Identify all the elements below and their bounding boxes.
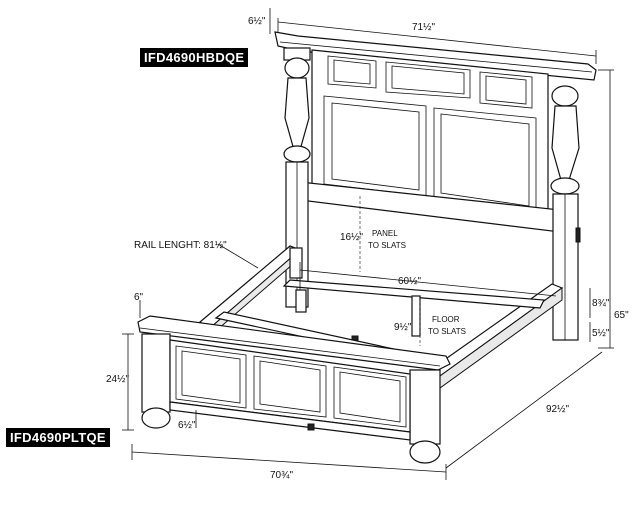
footboard xyxy=(137,315,451,464)
dim-panel-to-slats-line2: TO SLATS xyxy=(368,241,406,250)
dim-floor-to-slats-line2: TO SLATS xyxy=(428,327,466,336)
dim-panel-to-slats: 16½" xyxy=(340,232,363,243)
dim-panel-to-slats-line1: PANEL xyxy=(372,229,398,238)
dim-footboard-height: 24½" xyxy=(106,374,129,385)
headboard-right-post xyxy=(550,85,581,341)
dim-overall-width: 71½" xyxy=(412,22,435,33)
dim-rail-length: RAIL LENGHT: 81½" xyxy=(134,240,227,251)
dim-hb-top-depth: 6½" xyxy=(248,16,266,27)
dim-overall-height: 65" xyxy=(614,310,629,321)
dim-footboard-post-depth: 6½" xyxy=(178,420,196,431)
headboard-code-label: IFD4690HBDQE xyxy=(140,48,249,67)
dim-inner-width: 60½" xyxy=(398,276,421,287)
dim-side-rail-height: 8¾" xyxy=(592,298,610,309)
dimension-lines xyxy=(122,8,614,480)
dim-floor-to-slats-line1: FLOOR xyxy=(432,315,460,324)
dim-footboard-post-top: 6" xyxy=(134,292,144,303)
dim-rail-clearance: 5½" xyxy=(592,328,610,339)
dim-footboard-width: 70¾" xyxy=(270,470,293,481)
dim-overall-length: 92½" xyxy=(546,404,569,415)
side-rails xyxy=(198,245,564,389)
dim-floor-to-slats: 9½" xyxy=(394,322,412,333)
dimension-labels: 6½" 71½" 16½" PANEL TO SLATS RAIL LENGHT… xyxy=(106,16,629,481)
footboard-code-label: IFD4690PLTQE xyxy=(6,428,110,447)
